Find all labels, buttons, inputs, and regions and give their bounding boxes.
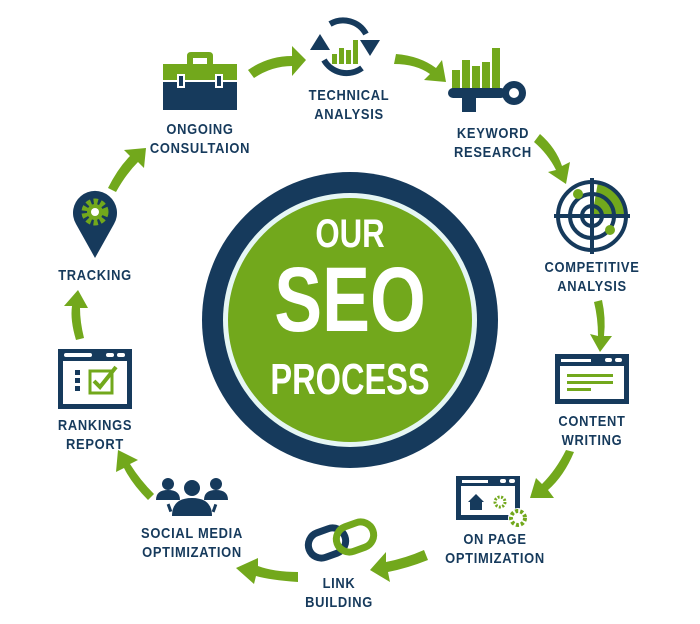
- step-social-media-optimization: SOCIAL MEDIA OPTIMIZATION: [141, 525, 243, 561]
- key-chart-icon: [448, 48, 526, 112]
- refresh-chart-icon: [310, 17, 380, 77]
- arrow-icon: [108, 148, 146, 192]
- step-tracking: TRACKING: [58, 267, 132, 284]
- arrow-icon: [64, 290, 88, 340]
- browser-checklist-icon: [58, 349, 132, 409]
- radar-icon: [554, 178, 630, 254]
- step-on-page-optimization: ON PAGE OPTIMIZATION: [445, 531, 545, 567]
- step-competitive-analysis: COMPETITIVE ANALYSIS: [544, 259, 640, 295]
- arrow-icon: [394, 54, 446, 82]
- arrow-icon: [248, 46, 306, 78]
- title-our: OUR: [315, 212, 385, 256]
- step-technical-analysis: TECHNICAL ANALYSIS: [308, 87, 390, 123]
- arrow-icon: [530, 450, 574, 498]
- browser-gears-icon: [456, 476, 528, 528]
- location-gear-icon: [73, 190, 117, 258]
- step-link-building: LINK BUILDING: [305, 575, 373, 611]
- arrow-icon: [534, 134, 570, 184]
- step-ongoing-consultation: ONGOING CONSULTAION: [149, 121, 251, 157]
- toolbox-icon: [163, 52, 237, 110]
- browser-text-icon: [555, 354, 629, 404]
- arrow-icon: [370, 550, 428, 582]
- step-keyword-research: KEYWORD RESEARCH: [454, 125, 532, 161]
- arrow-icon: [116, 450, 154, 500]
- step-rankings-report: RANKINGS REPORT: [57, 417, 133, 453]
- arrow-icon: [590, 300, 612, 352]
- home-icon: [468, 494, 484, 510]
- step-content-writing: CONTENT WRITING: [558, 413, 626, 449]
- title-process: PROCESS: [270, 355, 430, 404]
- title-seo: SEO: [274, 249, 426, 351]
- chain-link-icon: [304, 518, 378, 562]
- arrow-icon: [236, 558, 298, 584]
- people-group-icon: [156, 478, 228, 516]
